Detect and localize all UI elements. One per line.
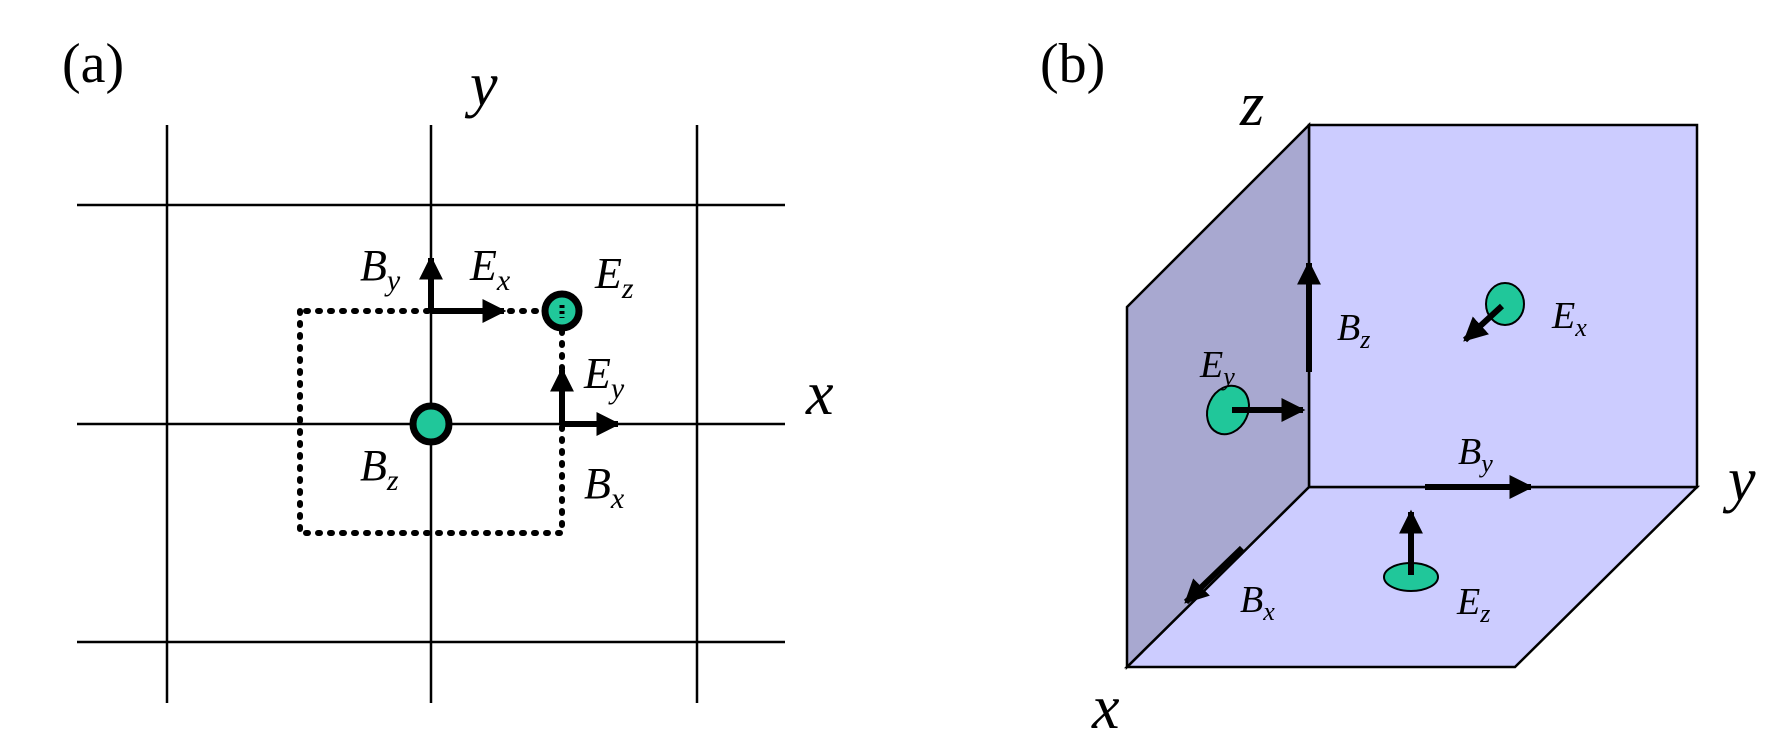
label-ez: Ez xyxy=(594,249,634,305)
ey-node xyxy=(1206,384,1250,436)
label-ez-3d: Ez xyxy=(1456,581,1490,628)
axis-label-z: z xyxy=(1239,71,1264,139)
panel-a-label: (a) xyxy=(62,33,124,95)
label-by: By xyxy=(360,241,401,297)
label-ex-3d: Ex xyxy=(1551,295,1587,342)
label-ey-3d: Ey xyxy=(1199,344,1235,391)
panel-a: (a) y x By Ex Ez xyxy=(62,33,834,703)
axis-label-y-3d: y xyxy=(1722,446,1756,514)
panel-b: (b) z y x Bz Ex Ey xyxy=(1040,33,1756,742)
label-bz: Bz xyxy=(360,441,399,497)
label-bx: Bx xyxy=(584,459,625,515)
bz-node xyxy=(409,402,453,446)
label-by-3d: By xyxy=(1458,431,1493,478)
axis-label-y: y xyxy=(464,51,498,119)
bx-arrow-3d xyxy=(1183,545,1245,605)
label-bz-3d: Bz xyxy=(1337,307,1370,354)
ex-arrow-3d xyxy=(1462,303,1505,343)
axis-label-x: x xyxy=(805,360,834,428)
axis-label-x-3d: x xyxy=(1091,674,1120,742)
label-bx-3d: Bx xyxy=(1240,579,1275,626)
label-ey: Ey xyxy=(583,349,625,405)
panel-b-label: (b) xyxy=(1040,33,1105,95)
label-ex: Ex xyxy=(469,241,511,297)
